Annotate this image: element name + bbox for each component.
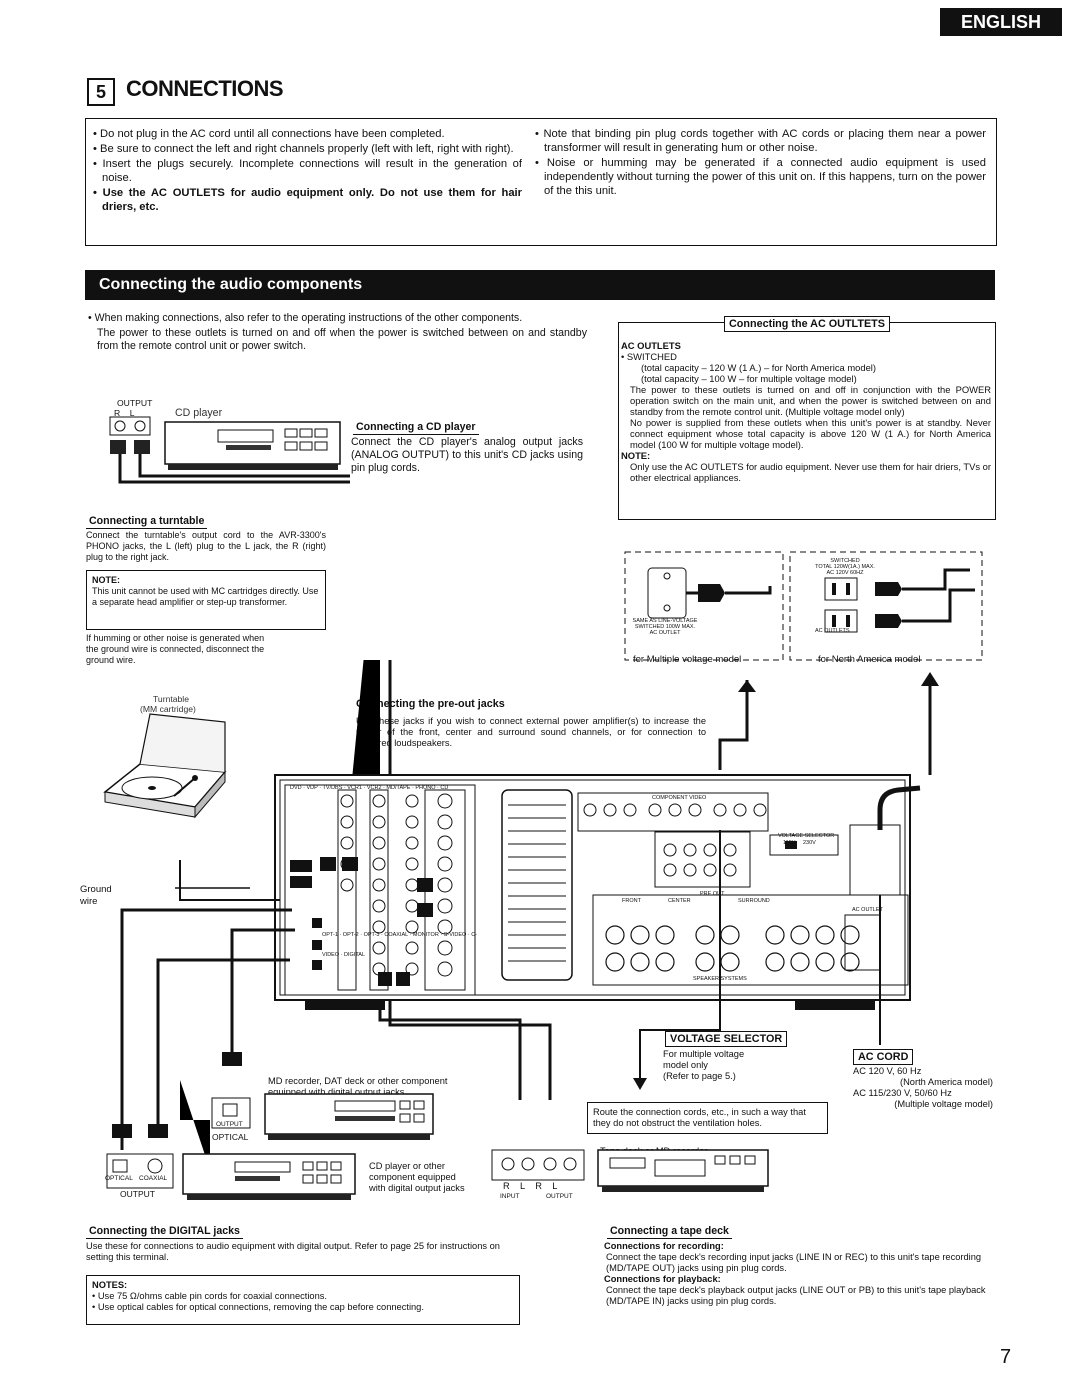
cd-rl-label: R L (114, 408, 135, 418)
ground-label-1: Ground (80, 884, 112, 895)
warnings-box: • Do not plug in the AC cord until all c… (85, 118, 997, 246)
md-recorder-illustration (211, 1093, 434, 1140)
caption-multiple-voltage: for Multiple voltage model (633, 654, 742, 665)
turntable-label-2: (MM cartridge) (140, 704, 196, 714)
ground-label-2: wire (80, 896, 98, 907)
panel-voltage-selector: VOLTAGE SELECTOR (778, 833, 835, 839)
ac-outlets-heading: Connecting the AC OUTLTETS (724, 314, 890, 332)
turntable-label-1: Turntable (153, 694, 189, 704)
preout-text: Use these jacks if you wish to connect e… (356, 716, 706, 748)
cd-output-label: OUTPUT (117, 398, 153, 408)
ac-cord-heading: AC CORD (853, 1047, 914, 1065)
turntable-text: Connect the turntable's output cord to t… (86, 530, 326, 562)
route-cords-note: Route the connection cords, etc., in suc… (587, 1102, 828, 1134)
ac-outlet-diagrams (624, 551, 983, 661)
digital-heading: Connecting the DIGITAL jacks (86, 1221, 243, 1239)
warning-item: • Do not plug in the AC cord until all c… (93, 128, 445, 140)
cd-digital-coaxial: COAXIAL (139, 1175, 168, 1182)
ac-cord-text: AC 120 V, 60 Hz(North America model) AC … (853, 1066, 993, 1109)
panel-component-video: COMPONENT VIDEO (652, 795, 707, 801)
rear-panel-diagram (112, 660, 939, 1170)
section-number: 5 (87, 78, 115, 106)
audio-intro: • When making connections, also refer to… (88, 312, 587, 352)
cd-heading: Connecting a CD player (353, 417, 479, 435)
cd-player-label: CD player (175, 407, 223, 419)
turntable-heading: Connecting a turntable (86, 511, 208, 529)
language-tab: ENGLISH (940, 8, 1062, 36)
cd-digital-illustration (106, 1153, 356, 1200)
panel-digital-labels: OPT-1 · OPT-2 · OPT-3 · COAXIAL · MONITO… (322, 932, 478, 958)
turntable-note: NOTE: This unit cannot be used with MC c… (86, 570, 326, 630)
panel-surround: SURROUND (738, 898, 770, 904)
cd-digital-optical: OPTICAL (105, 1175, 133, 1182)
panel-230v: 230V (803, 840, 816, 846)
cd-text: Connect the CD player's analog output ja… (351, 436, 583, 474)
panel-pre-out: PRE OUT (700, 891, 725, 897)
page-number: 7 (1000, 1346, 1012, 1368)
warnings-left: • Do not plug in the AC cord until all c… (92, 127, 522, 215)
md-output-label: OUTPUT (216, 1121, 243, 1128)
warnings-right: • Note that binding pin plug cords toget… (534, 127, 986, 199)
panel-center: CENTER (668, 898, 691, 904)
cd-player-illustration (109, 416, 350, 484)
panel-front: FRONT (622, 898, 641, 904)
preout-heading: Connecting the pre-out jacks (356, 698, 505, 710)
voltage-selector-heading: VOLTAGE SELECTOR (665, 1029, 788, 1047)
outlet-na-label: AC OUTLETS (815, 628, 850, 634)
panel-speaker-systems: SPEAKER SYSTEMS (693, 976, 747, 982)
warning-item: • Noise or humming may be generated if a… (535, 157, 986, 197)
audio-section-heading: Connecting the audio components (85, 270, 995, 300)
warning-item: • Be sure to connect the left and right … (93, 143, 514, 155)
panel-115v: 115V (783, 840, 796, 846)
cd-digital-output: OUTPUT (120, 1189, 155, 1199)
warning-item: • Insert the plugs securely. Incomplete … (93, 158, 522, 184)
panel-input-labels: DVD · VDP · TV/DBS · VCR1 · VCR2 · MD/TA… (290, 785, 449, 791)
tape-rl-labels: R L R L (503, 1181, 558, 1191)
caption-north-america: for North America model (818, 654, 921, 665)
panel-ac-outlet: AC OUTLET (852, 907, 883, 913)
tape-text: Connections for recording: Connect the t… (604, 1241, 986, 1306)
warning-item: • Note that binding pin plug cords toget… (535, 128, 986, 154)
md-optical-label: OPTICAL (212, 1132, 249, 1142)
warning-item: • Use the AC OUTLETS for audio equipment… (93, 187, 523, 213)
ac-outlets-content: AC OUTLETS • SWITCHED (total capacity – … (621, 340, 991, 483)
section-title: CONNECTIONS (126, 76, 284, 101)
tape-heading: Connecting a tape deck (607, 1221, 732, 1239)
digital-notes: NOTES: • Use 75 Ω/ohms cable pin cords f… (86, 1275, 520, 1325)
md-recorder-label: MD recorder, DAT deck or other component… (268, 1076, 448, 1097)
turntable-illustration (103, 713, 227, 819)
digital-text: Use these for connections to audio equip… (86, 1241, 500, 1262)
tape-deck-illustration (491, 1149, 769, 1192)
turntable-hum-note: If humming or other noise is generated w… (86, 633, 265, 665)
tape-input-label: INPUT (500, 1193, 520, 1200)
tape-output-label: OUTPUT (546, 1193, 573, 1200)
